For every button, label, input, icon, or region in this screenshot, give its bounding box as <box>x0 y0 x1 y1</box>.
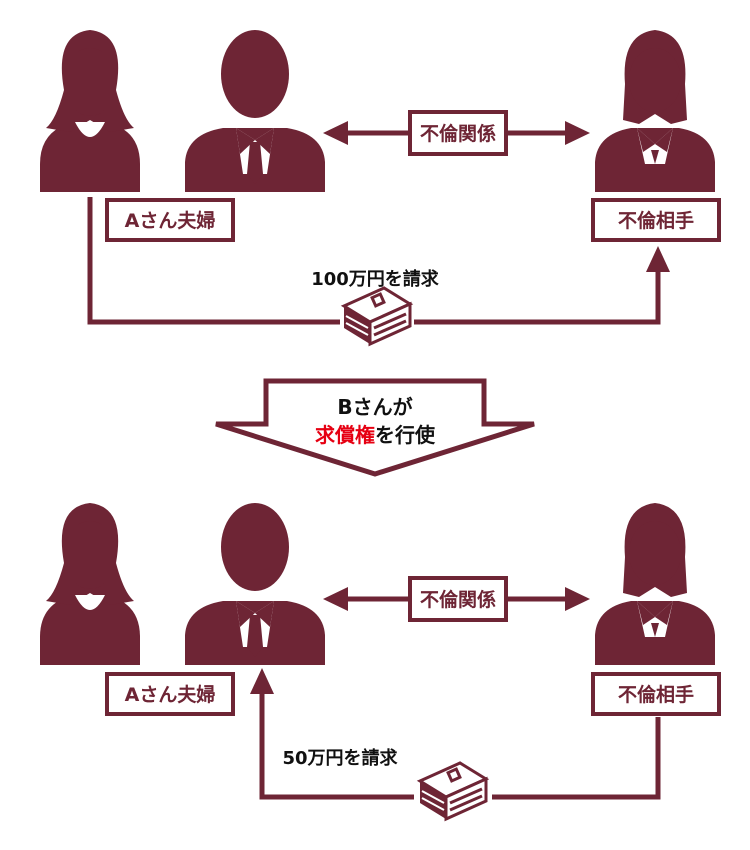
couple-label-bottom: Aさん夫婦 <box>125 683 216 706</box>
relation-box-bottom <box>408 576 508 622</box>
claim-arrowhead-bottom <box>250 668 274 694</box>
claim-label-bottom: 50万円を請求 <box>282 747 398 769</box>
claim-path-left-bottom <box>259 693 414 800</box>
transition-highlight: 求償権 <box>315 423 375 447</box>
wife-icon <box>40 30 140 192</box>
partner-label-top: 不倫相手 <box>618 209 694 232</box>
transition-arrow <box>215 378 535 477</box>
relation-box-top <box>408 110 508 156</box>
relation-label-bottom: 不倫関係 <box>420 588 496 611</box>
partner-label-box-top <box>591 198 721 242</box>
partner-icon <box>595 30 715 192</box>
transition-rest: を行使 <box>375 423 436 447</box>
money-icon-bottom <box>418 761 488 821</box>
partner-label-bottom: 不倫相手 <box>618 683 694 706</box>
partner-label-box-bottom <box>591 672 721 716</box>
relation-arrow-bottom <box>323 587 590 611</box>
partner-icon-bottom <box>595 503 715 665</box>
relation-arrow-top <box>323 121 590 145</box>
wife-icon-bottom <box>40 503 140 665</box>
couple-label-box-top <box>105 198 235 242</box>
claim-label-top: 100万円を請求 <box>311 268 440 290</box>
transition-line2: 求償権を行使 <box>315 423 436 447</box>
couple-label-box-bottom <box>105 672 235 716</box>
claim-path-right-bottom <box>492 717 661 800</box>
couple-label-top: Aさん夫婦 <box>125 209 216 232</box>
relation-label-top: 不倫関係 <box>420 122 496 145</box>
husband-icon-bottom <box>185 503 325 665</box>
claim-path-left-top <box>87 197 340 325</box>
claim-arrowhead-top <box>646 246 670 272</box>
husband-icon <box>185 30 325 192</box>
money-icon-top <box>342 286 412 346</box>
claim-path-right-top <box>414 270 661 325</box>
transition-line1: Bさんが <box>337 395 412 419</box>
